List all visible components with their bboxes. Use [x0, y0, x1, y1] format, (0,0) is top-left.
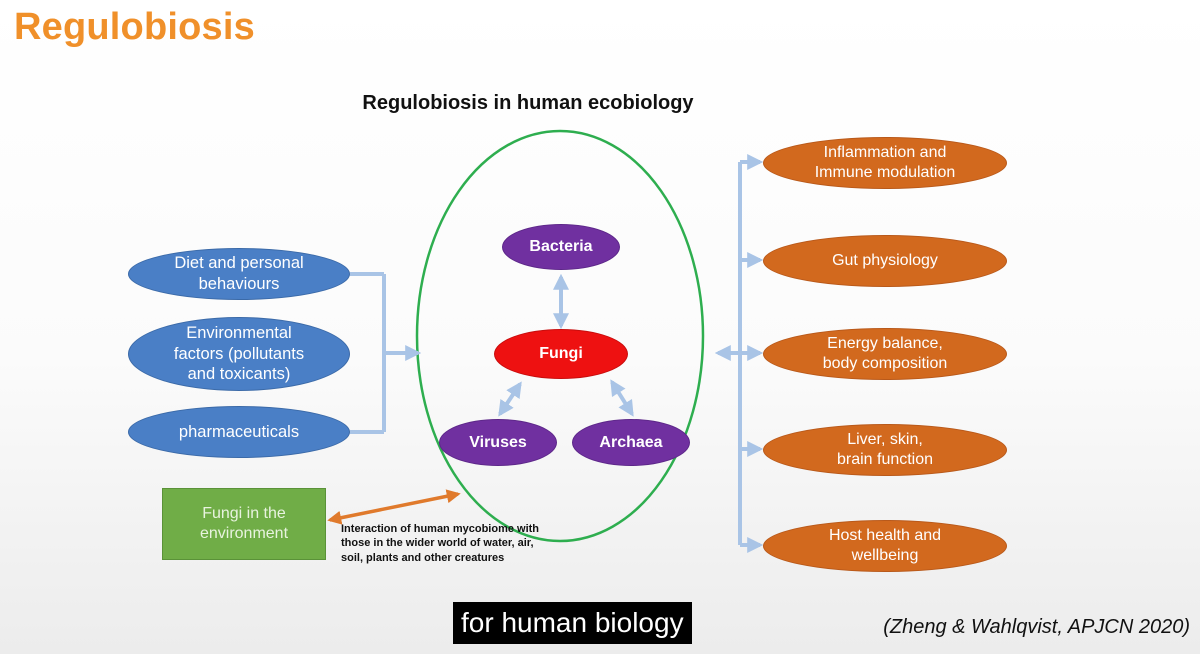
outcome-host-health: Host health and wellbeing — [763, 520, 1007, 572]
video-caption: for human biology — [453, 602, 692, 644]
node-archaea: Archaea — [572, 419, 690, 466]
interaction-arrow — [327, 489, 461, 525]
diagram-title: Regulobiosis in human ecobiology — [362, 92, 694, 114]
outcome-organ-function: Liver, skin, brain function — [763, 424, 1007, 476]
citation: (Zheng & Wahlqvist, APJCN 2020) — [883, 616, 1190, 638]
input-diet: Diet and personal behaviours — [128, 248, 350, 300]
interaction-note: Interaction of human mycobiome with thos… — [341, 523, 540, 564]
outcome-energy-balance: Energy balance, body composition — [763, 328, 1007, 380]
fungi-environment-box: Fungi in the environment — [162, 488, 326, 560]
node-fungi: Fungi — [494, 329, 628, 379]
input-environmental-factors: Environmental factors (pollutants and to… — [128, 317, 350, 391]
output-bracket — [714, 154, 764, 553]
outcome-inflammation: Inflammation and Immune modulation — [763, 137, 1007, 189]
microbiome-boundary — [415, 129, 705, 543]
node-bacteria: Bacteria — [502, 224, 620, 270]
input-pharmaceuticals: pharmaceuticals — [128, 406, 350, 458]
outcome-gut-physiology: Gut physiology — [763, 235, 1007, 287]
node-viruses: Viruses — [439, 419, 557, 466]
microbe-arrows — [498, 273, 634, 417]
input-bracket — [350, 272, 422, 434]
slide-title: Regulobiosis — [14, 6, 255, 48]
